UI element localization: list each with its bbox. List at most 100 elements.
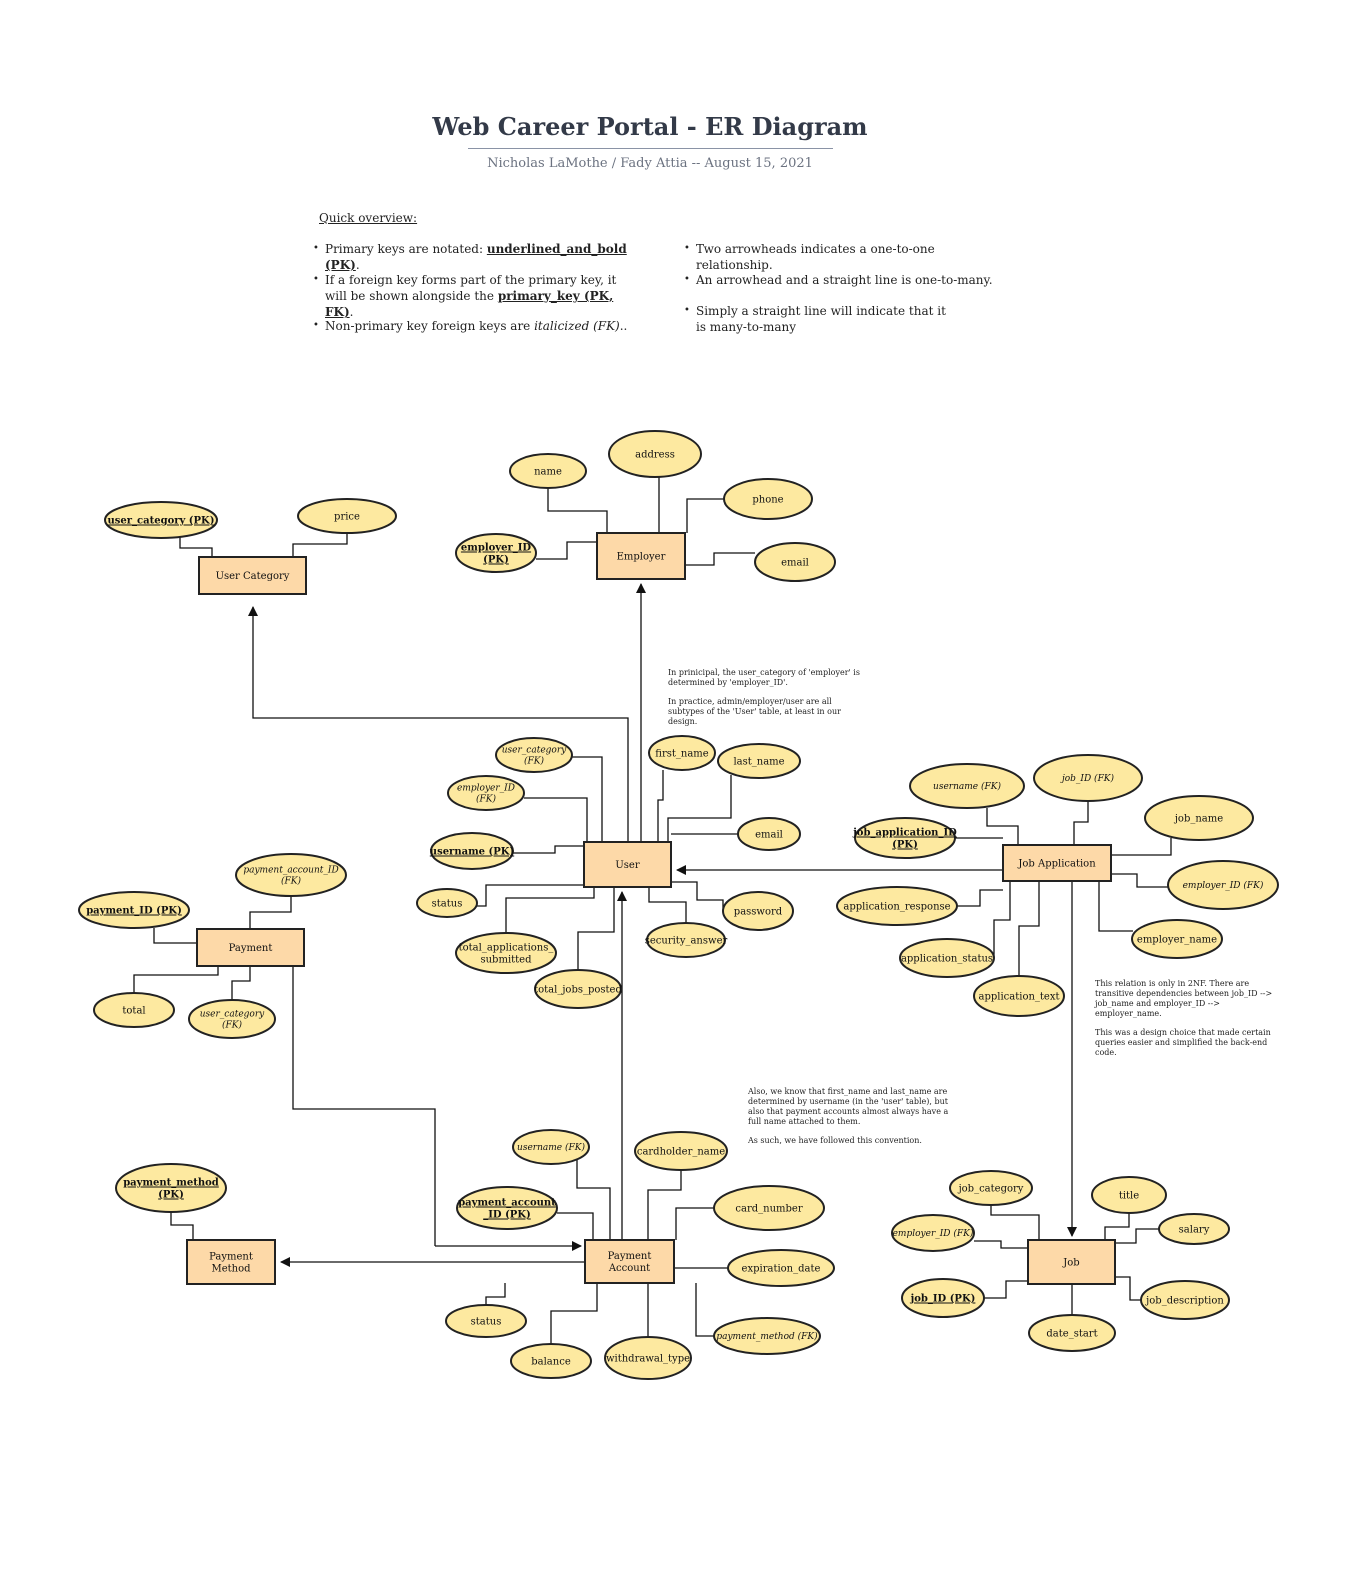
attribute-connector	[695, 1283, 714, 1337]
attribute-ellipse	[1167, 860, 1279, 910]
attribute-ellipse	[512, 1129, 590, 1165]
attribute-normal: title	[1091, 1176, 1167, 1214]
node-text: Payment	[229, 943, 273, 954]
node-text: employer_ID (FK)	[1183, 880, 1264, 891]
node-text: first_name	[655, 749, 708, 760]
attribute-connector	[1104, 1213, 1130, 1240]
attribute-normal: total	[93, 992, 175, 1028]
attribute-connector	[292, 966, 436, 1246]
attribute-connector	[576, 1160, 611, 1240]
overview-right-item: Simply a straight line will indicate tha…	[684, 303, 946, 335]
attribute-normal: total_applications_submitted	[455, 932, 557, 974]
attribute-normal: email	[754, 542, 836, 582]
attribute-pk: employer_ID(PK)	[455, 533, 537, 573]
node-text: expiration_date	[742, 1264, 821, 1275]
attribute-ellipse	[737, 817, 801, 851]
attribute-fk: employer_ID (FK)	[1167, 860, 1279, 910]
attribute-connector	[649, 476, 660, 533]
note-employer: In prinicipal, the user_category of 'emp…	[668, 668, 860, 726]
attribute-ellipse	[899, 938, 995, 978]
attribute-ellipse	[891, 1214, 975, 1252]
node-text: employer_ID	[461, 543, 532, 554]
attribute-normal: address	[608, 430, 702, 478]
node-text: phone	[752, 495, 783, 506]
attribute-ellipse	[717, 743, 801, 779]
node-text: job_name	[1174, 814, 1223, 825]
attribute-connector	[657, 770, 664, 842]
overview-heading: Quick overview:	[319, 211, 418, 225]
attribute-ellipse	[495, 737, 573, 773]
attribute-ellipse	[949, 1170, 1033, 1206]
attribute-pk: job_application_ID(PK)	[852, 817, 957, 859]
attribute-normal: salary	[1158, 1213, 1230, 1245]
attribute-ellipse	[604, 1336, 692, 1380]
node-text: Account	[608, 1263, 650, 1274]
attribute-connector	[1098, 881, 1133, 932]
entity-box	[1027, 1239, 1116, 1285]
attribute-ellipse	[1028, 1314, 1116, 1352]
node-text: user_category (PK)	[108, 516, 215, 527]
attribute-connector	[179, 536, 213, 557]
node-text: date_start	[1046, 1329, 1097, 1340]
node-text: submitted	[480, 955, 532, 966]
attribute-ellipse	[455, 932, 557, 974]
attribute-normal: price	[297, 498, 397, 534]
attribute-connector	[231, 966, 251, 1000]
attribute-connector	[153, 928, 197, 944]
attribute-ellipse	[115, 1163, 227, 1213]
node-text: Job Application	[1017, 859, 1096, 870]
attribute-normal: status	[445, 1304, 527, 1338]
attribute-ellipse	[1158, 1213, 1230, 1245]
overview-right-item: An arrowhead and a straight line is one-…	[684, 272, 996, 288]
node-text: (PK)	[158, 1190, 184, 1201]
attribute-ellipse	[1091, 1176, 1167, 1214]
node-text: (FK)	[476, 794, 496, 805]
attribute-normal: last_name	[717, 743, 801, 779]
node-text: last_name	[733, 757, 784, 768]
attribute-fk: username (FK)	[512, 1129, 590, 1165]
attribute-ellipse	[646, 922, 726, 958]
attribute-connector	[986, 808, 1019, 845]
attribute-connector	[1115, 1228, 1159, 1244]
node-text: username (PK)	[430, 847, 514, 858]
node-text: payment_method	[123, 1178, 219, 1189]
attribute-normal: withdrawal_type	[604, 1336, 692, 1380]
node-text: job_ID (FK)	[1060, 773, 1115, 784]
node-text: username (FK)	[517, 1142, 585, 1153]
entity-job-application: Job Application	[1002, 844, 1112, 882]
attribute-connector	[984, 1280, 1028, 1299]
attribute-normal: email	[737, 817, 801, 851]
attribute-normal: job_name	[1144, 795, 1254, 841]
attribute-normal: security_answer	[645, 922, 727, 958]
attribute-fk: user_category(FK)	[495, 737, 573, 773]
attribute-connector	[647, 1170, 682, 1240]
node-text: payment_ID (PK)	[86, 906, 182, 917]
node-text: email	[781, 558, 809, 569]
node-text: Payment	[209, 1252, 253, 1263]
attribute-ellipse	[1033, 754, 1143, 802]
attribute-fk: payment_account_ID(FK)	[235, 853, 347, 897]
attribute-pk: job_ID (PK)	[901, 1278, 985, 1318]
attribute-normal: first_name	[648, 735, 716, 771]
attribute-connector	[675, 1207, 714, 1240]
attribute-ellipse	[1140, 1280, 1230, 1320]
node-text: employer_ID (FK)	[893, 1228, 974, 1239]
entity-box	[1002, 844, 1112, 882]
attribute-connector	[513, 845, 584, 854]
node-text: withdrawal_type	[606, 1354, 690, 1365]
page-subtitle: Nicholas LaMothe / Fady Attia -- August …	[487, 156, 813, 171]
entity-box	[583, 841, 672, 888]
attribute-ellipse	[634, 1131, 728, 1171]
attribute-ellipse	[722, 891, 794, 931]
overview-left-item: Primary keys are notated: underlined_and…	[313, 241, 655, 273]
attribute-ellipse	[78, 891, 190, 929]
node-text: user_category	[200, 1010, 265, 1020]
attribute-connector	[292, 533, 348, 557]
attribute-pk: payment_account_ID (PK)	[456, 1186, 558, 1230]
node-text: Method	[211, 1264, 251, 1275]
node-text: salary	[1179, 1225, 1210, 1236]
attribute-fk: user_category(FK)	[188, 999, 276, 1039]
attribute-ellipse	[836, 886, 958, 926]
